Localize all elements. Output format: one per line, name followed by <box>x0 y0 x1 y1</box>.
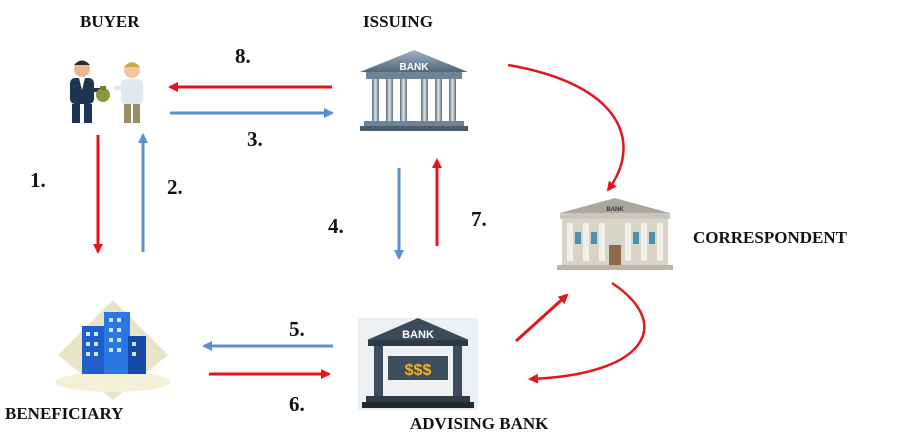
step-2-label: 2. <box>167 175 183 199</box>
arrow-advising-to-correspondent <box>514 293 569 343</box>
beneficiary-label: BENEFICIARY <box>5 404 124 423</box>
step-3-label: 3. <box>247 127 263 151</box>
advising-bank-label: ADVISING BANK <box>410 414 549 433</box>
buyer-label: BUYER <box>80 12 140 31</box>
correspondent-bank-sign: BANK <box>606 207 624 213</box>
arrow-correspondent-to-advising <box>528 281 646 384</box>
issuing-bank-sign: BANK <box>400 62 430 73</box>
arrow-issuing-to-correspondent <box>507 63 625 192</box>
issuing-bank-icon <box>360 50 468 131</box>
step-1-label: 1. <box>30 168 46 192</box>
step-5-label: 5. <box>289 317 305 341</box>
correspondent-label: CORRESPONDENT <box>693 228 847 247</box>
beneficiary-icon <box>55 300 171 400</box>
step-6-label: 6. <box>289 392 305 416</box>
step-8-label: 8. <box>235 44 251 68</box>
advising-bank-icon <box>358 318 478 410</box>
step-7-label: 7. <box>471 207 487 231</box>
buyer-icon <box>62 55 158 127</box>
advising-money-sign: $$$ <box>405 362 432 379</box>
step-4-label: 4. <box>328 214 344 238</box>
advising-bank-sign: BANK <box>402 329 434 341</box>
issuing-label: ISSUING <box>363 12 433 31</box>
correspondent-bank-icon <box>557 198 673 270</box>
